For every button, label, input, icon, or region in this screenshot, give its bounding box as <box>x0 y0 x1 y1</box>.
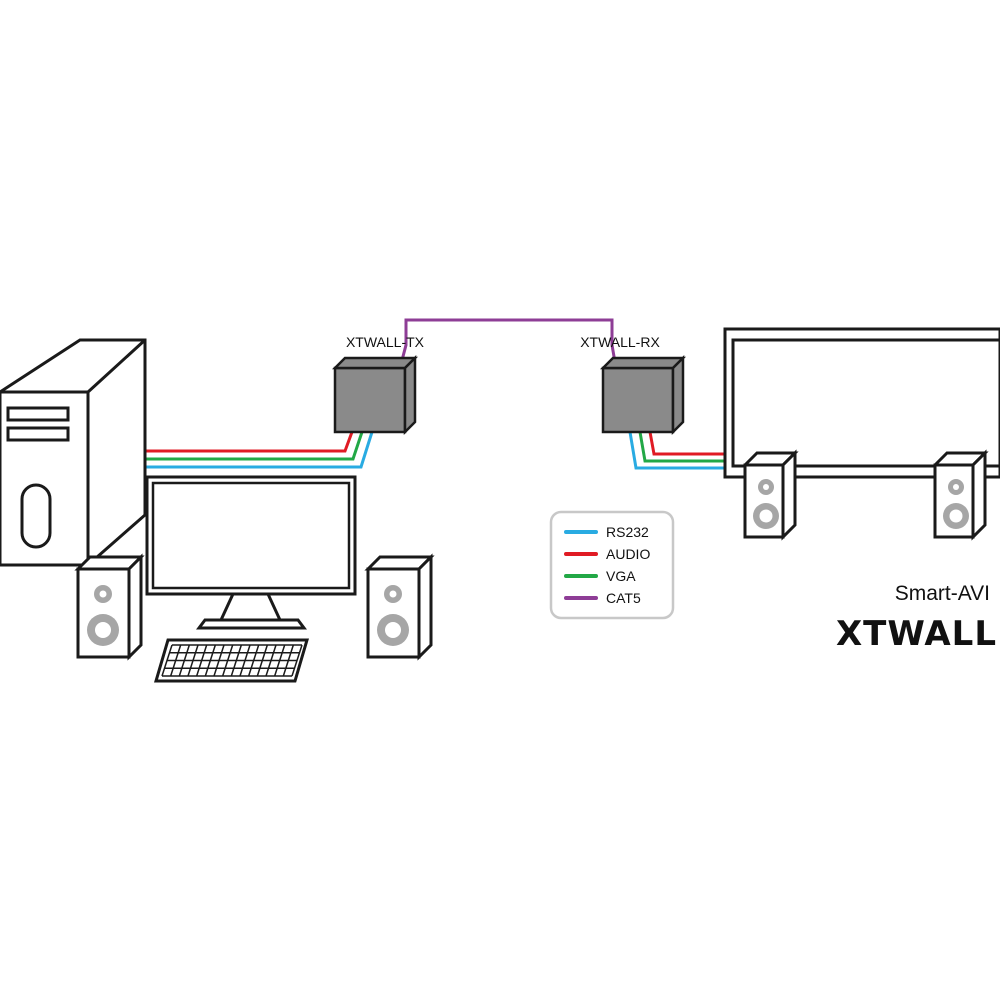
extender-box-icon <box>599 354 687 436</box>
computer-tower-icon <box>0 338 147 567</box>
keyboard-key-divider <box>265 644 277 677</box>
keyboard-key-divider <box>187 644 199 677</box>
legend-label-rs232: RS232 <box>606 524 649 540</box>
keyboard-key-divider <box>178 644 191 677</box>
speaker-icon <box>364 553 435 661</box>
keyboard-key-divider <box>239 644 251 677</box>
speaker-icon <box>74 553 145 661</box>
keyboard-key-divider <box>195 644 208 677</box>
keyboard-key-divider <box>204 644 217 677</box>
keyboard-key-divider <box>161 644 173 677</box>
keyboard-key-divider <box>247 644 260 677</box>
brand-logo: Smart-AVI XTWALL <box>836 582 997 654</box>
rx-label: XTWALL-RX <box>580 334 660 350</box>
keyboard-key-divider <box>273 644 286 677</box>
legend-label-cat5: CAT5 <box>606 590 641 606</box>
cat5-cable <box>398 318 618 369</box>
tx-label: XTWALL-TX <box>346 334 425 350</box>
speaker-icon <box>931 449 989 541</box>
keyboard-key-divider <box>169 644 182 677</box>
pc-to-tx-cables <box>145 431 374 469</box>
keyboard-key-divider <box>291 644 303 677</box>
keyboard-key-divider <box>213 644 225 677</box>
legend-box <box>549 510 675 620</box>
brand-product: XTWALL <box>836 614 997 654</box>
rx-to-display-cables <box>628 431 725 470</box>
keyboard-key-divider <box>282 644 295 677</box>
legend-label-vga: VGA <box>606 568 636 584</box>
brand-company: Smart-AVI <box>895 582 990 605</box>
extender-box-icon <box>331 354 419 436</box>
keyboard-key-divider <box>230 644 243 677</box>
monitor-icon <box>145 475 357 630</box>
speaker-icon <box>741 449 799 541</box>
legend-label-audio: AUDIO <box>606 546 650 562</box>
keyboard-key-divider <box>256 644 269 677</box>
legend: RS232 AUDIO VGA CAT5 <box>549 510 675 620</box>
keyboard-key-divider <box>221 644 234 677</box>
keyboard-icon <box>153 638 310 683</box>
